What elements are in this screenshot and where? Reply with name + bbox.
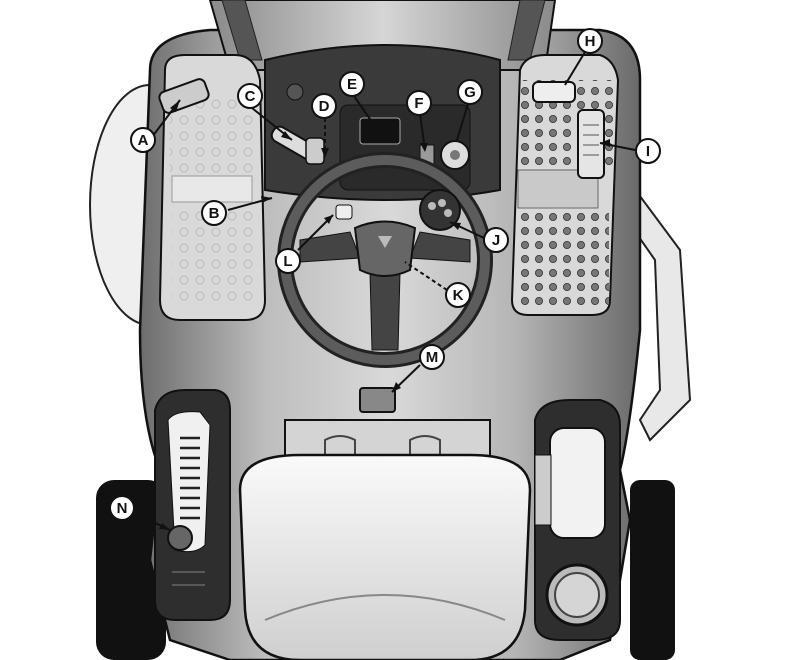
callout-f-label: F — [414, 95, 423, 112]
callout-j: J — [483, 227, 509, 253]
leader-arrowheads — [159, 100, 610, 530]
callout-k-label: K — [453, 287, 464, 304]
lift-lever-knob — [167, 525, 193, 551]
right-console-compartment — [549, 427, 606, 539]
callout-b-label: B — [209, 205, 220, 222]
callout-f: F — [406, 90, 432, 116]
steering-wheel-spoke-bottom — [369, 271, 401, 351]
knob-l — [335, 204, 353, 220]
callout-i-label: I — [646, 143, 650, 160]
callout-m: M — [419, 344, 445, 370]
callout-n: N — [109, 495, 135, 521]
lift-lever-slot — [167, 411, 211, 553]
callout-a: A — [130, 127, 156, 153]
callout-m-label: M — [426, 349, 439, 366]
steering-wheel-hub — [353, 220, 417, 277]
callout-e-label: E — [347, 76, 357, 93]
forward-pedal — [532, 81, 576, 103]
callout-a-label: A — [138, 132, 149, 149]
callout-l: L — [275, 248, 301, 274]
right-rear-tire — [630, 480, 675, 660]
lever-d — [305, 137, 325, 165]
callout-n-label: N — [117, 500, 128, 517]
lift-lever-notches — [180, 436, 200, 520]
throttle-control — [419, 189, 461, 231]
hood-grille-left — [221, 0, 263, 61]
left-footrest-plate — [171, 175, 253, 203]
seat — [238, 453, 532, 660]
callout-d: D — [311, 93, 337, 119]
callout-c: C — [237, 83, 263, 109]
deck-lift-control — [359, 387, 396, 413]
left-rear-tire — [96, 480, 166, 660]
callout-k: K — [445, 282, 471, 308]
callout-g-label: G — [464, 84, 476, 101]
callout-j-label: J — [492, 232, 500, 249]
callout-h-label: H — [585, 33, 596, 50]
callout-e: E — [339, 71, 365, 97]
callout-c-label: C — [245, 88, 256, 105]
dash-knob — [286, 83, 304, 101]
callout-i: I — [635, 138, 661, 164]
callout-g: G — [457, 79, 483, 105]
callout-h: H — [577, 28, 603, 54]
callout-d-label: D — [319, 98, 330, 115]
callout-l-label: L — [283, 253, 292, 270]
brake-pedal — [158, 78, 210, 114]
hour-meter — [359, 117, 401, 145]
callout-b: B — [201, 200, 227, 226]
